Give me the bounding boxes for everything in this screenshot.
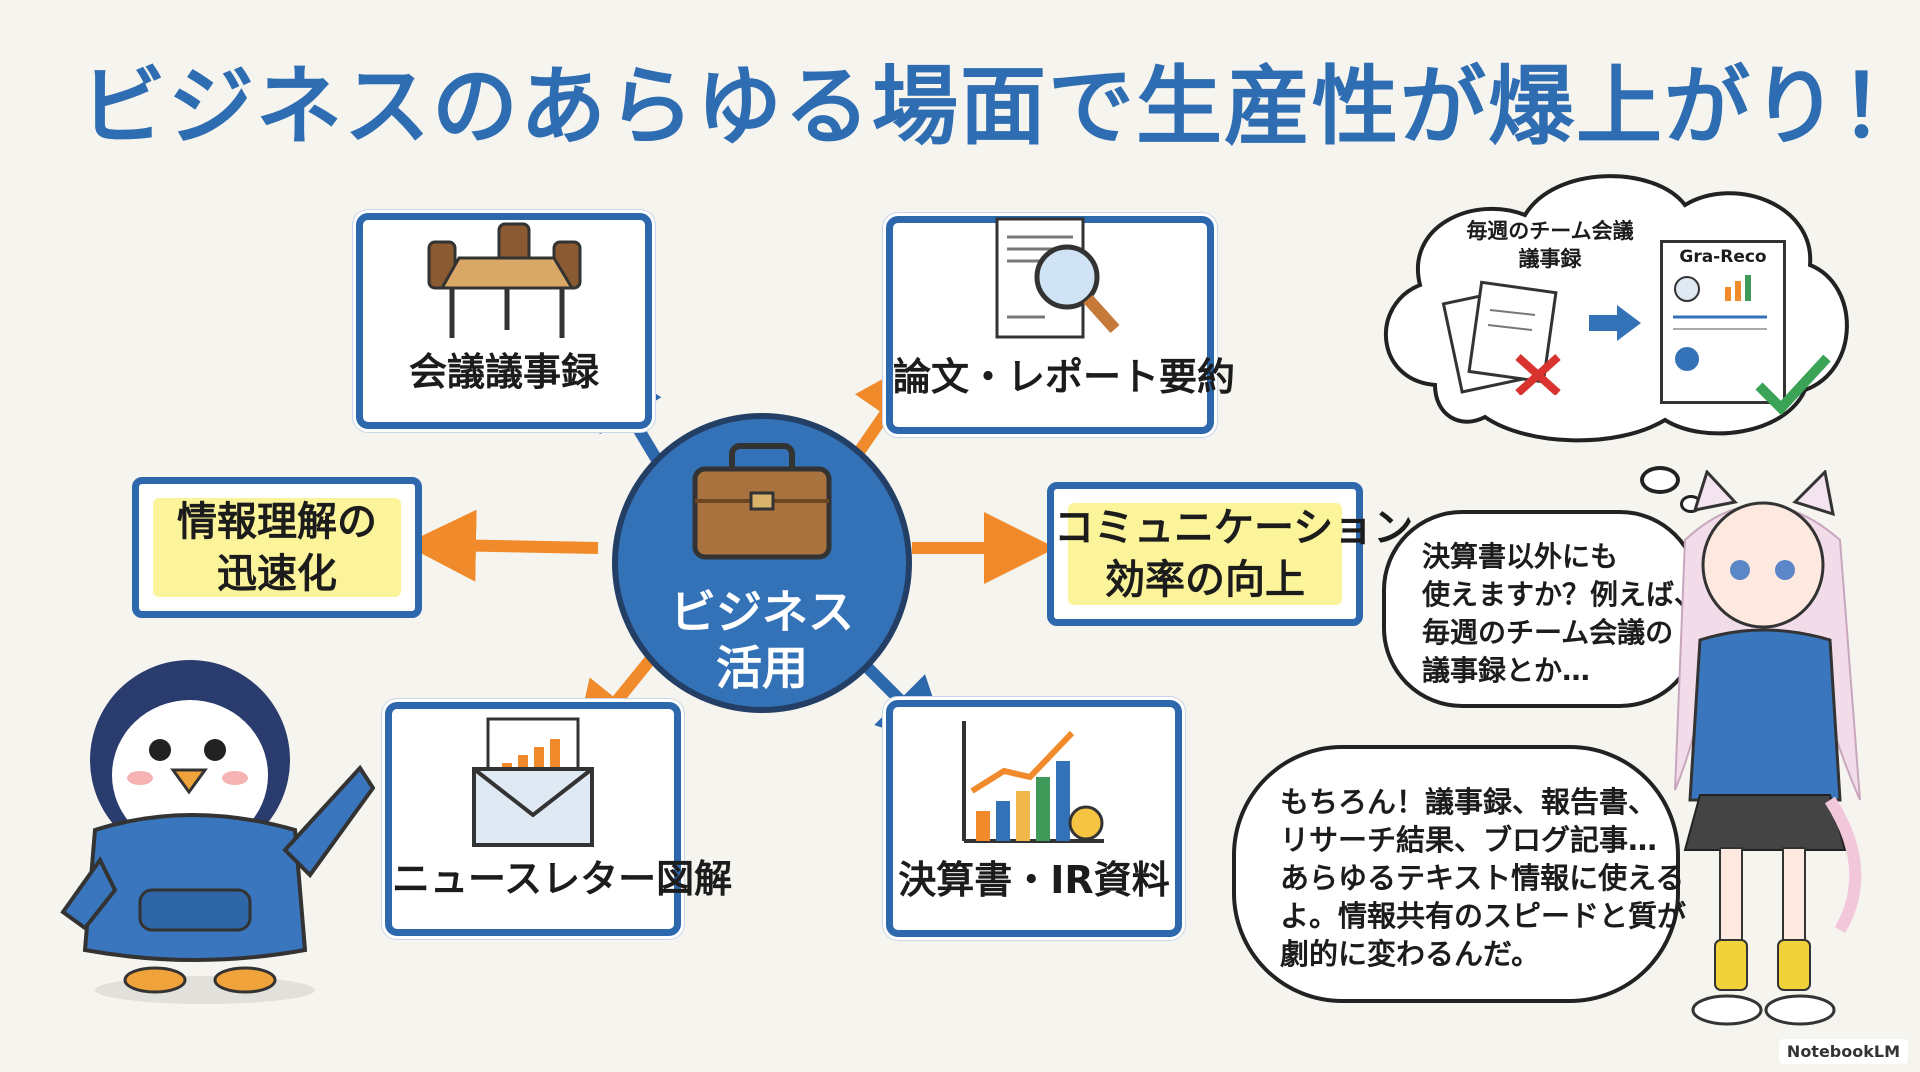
arrow-right-icon [1589,305,1641,341]
card-newsletter-label: ニュースレター図解 [392,857,733,901]
gra-reco-doc: Gra-Reco [1660,240,1786,404]
thought-dot [1640,466,1680,494]
hub-label-line1: ビジネス [670,585,854,639]
highlight-marker [1068,503,1342,605]
card-financial-ir-label: 決算書・IR資料 [898,858,1170,902]
messy-papers-icon [1441,280,1561,395]
answer-line1: もちろん！議事録、報告書、 [1280,785,1658,819]
business-hub: ビジネス 活用 [612,413,912,713]
card-paper-summary: 論文・レポート要約 [886,216,1236,434]
notebooklm-watermark: NotebookLM [1778,1039,1908,1064]
question-line3: 毎週のチーム会議の [1422,616,1674,649]
page-title: ビジネスのあらゆる場面で生産性が爆上がり！ [80,57,1920,157]
box-understanding-line1: 情報理解の [177,498,377,545]
answer-line5: 劇的に変わるんだ。 [1280,937,1541,971]
box-communication-line2: 効率の向上 [1105,557,1305,603]
thought-cloud: 毎週のチーム会議 議事録 Gra-Reco [1365,155,1865,455]
checkmark-icon [1755,354,1831,416]
document-magnifier-icon [995,217,1120,339]
gra-reco-brand: Gra-Reco [1679,247,1767,267]
question-line4: 議事録とか… [1422,654,1591,687]
question-bubble: 決算書以外にも 使えますか？例えば、 毎週のチーム会議の 議事録とか… [1382,510,1703,708]
thought-caption-line2: 議事録 [1518,247,1582,271]
report-summary-icon [1673,275,1767,371]
box-communication-line1: コミュニケーション [1054,505,1414,551]
thought-caption-line1: 毎週のチーム会議 [1466,219,1634,243]
highlight-marker [153,498,401,597]
cat-girl-character [1674,470,1862,1026]
penguin-mascot [60,660,375,1004]
hub-label-line2: 活用 [716,641,808,695]
question-line1: 決算書以外にも [1422,540,1619,573]
card-paper-summary-label: 論文・レポート要約 [893,355,1236,399]
question-line2: 使えますか？例えば、 [1422,578,1703,611]
briefcase-icon [692,443,832,560]
box-understanding: 情報理解の 迅速化 [132,477,422,618]
answer-line2: リサーチ結果、ブログ記事… [1280,823,1658,857]
answer-line4: よ。情報共有のスピードと質が [1280,899,1687,933]
answer-bubble: もちろん！議事録、報告書、 リサーチ結果、ブログ記事… あらゆるテキスト情報に使… [1232,745,1686,1003]
answer-line3: あらゆるテキスト情報に使える [1280,861,1685,895]
growth-chart-icon [962,721,1104,843]
arrow-to-understanding [404,509,599,582]
thought-caption: 毎週のチーム会議 議事録 [1455,217,1645,273]
card-meeting-minutes-label: 会議議事録 [408,350,599,394]
card-meeting-minutes: 会議議事録 [356,213,652,429]
meeting-table-icon [427,222,582,338]
card-financial-ir: 決算書・IR資料 [886,700,1182,937]
card-newsletter: ニュースレター図解 [385,702,733,936]
envelope-chart-icon [472,717,594,847]
box-communication: コミュニケーション 効率の向上 [1047,482,1414,626]
box-understanding-line2: 迅速化 [217,550,337,597]
